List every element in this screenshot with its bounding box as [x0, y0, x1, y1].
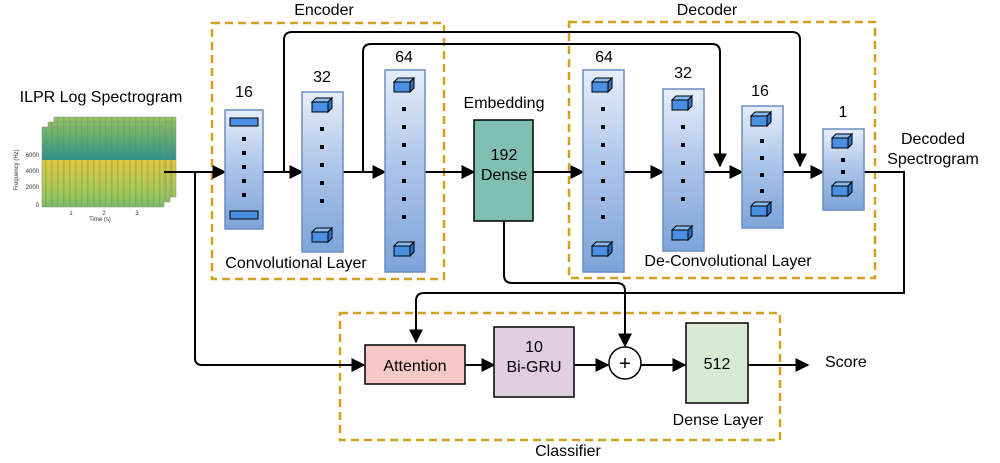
feature-map-cube — [311, 97, 333, 113]
spectrogram-ytick: 6000 — [26, 153, 40, 159]
spectrogram-ytick: 4000 — [26, 169, 40, 175]
feature-map-bar — [229, 117, 259, 127]
decoder-filter-count: 32 — [674, 65, 692, 82]
decoder-filter-count: 16 — [751, 83, 769, 100]
feature-map-bar — [229, 210, 259, 220]
decoder-layer-64: 64 — [582, 49, 625, 273]
sum-symbol: + — [619, 353, 631, 375]
bigru-type: Bi-GRU — [506, 359, 561, 376]
input-spectrogram: ILPR Log Spectrogram Frequency (Hz) 6000… — [14, 89, 182, 223]
ellipsis-dots — [841, 158, 845, 174]
classifier-border — [338, 311, 782, 442]
spectrogram-ylabel: Frequency (Hz) — [14, 149, 20, 190]
spectrogram-layer-front — [41, 126, 165, 208]
encoder-layer-32: 32 — [301, 69, 344, 253]
sum-circle — [608, 346, 642, 380]
encoder-filter-count: 16 — [235, 84, 253, 101]
embedding-type: Dense — [481, 167, 527, 184]
skip-connection-inner — [362, 43, 727, 172]
spectrogram-xtick: 2 — [102, 211, 106, 217]
feature-map-cube — [831, 181, 853, 197]
classifier-title: Classifier — [535, 443, 601, 460]
dense-units: 512 — [704, 356, 731, 373]
output-label-line1: Decoded — [901, 131, 965, 148]
attention-block: Attention — [364, 344, 466, 385]
feature-map-cube — [393, 241, 415, 257]
embedding-size: 192 — [491, 147, 518, 164]
feature-map-cube — [831, 133, 853, 149]
ellipsis-dots — [242, 137, 246, 197]
decoder-border — [567, 20, 877, 280]
decoder-layer-16: 16 — [741, 83, 784, 229]
encoder-title: Encoder — [294, 2, 354, 19]
feature-map-cube — [750, 201, 772, 217]
input-label: ILPR Log Spectrogram — [20, 89, 183, 106]
ellipsis-dots — [320, 127, 324, 203]
feature-map-cube — [671, 95, 693, 111]
feature-map-cube — [591, 241, 613, 257]
bigru-units: 10 — [525, 339, 543, 356]
embedding-box — [473, 119, 534, 222]
skip-connection-outer — [283, 31, 807, 172]
decoder-filter-count: 1 — [839, 104, 848, 121]
output-label-line2: Spectrogram — [887, 151, 979, 168]
ellipsis-dots — [402, 107, 406, 219]
encoder-filter-count: 64 — [395, 49, 413, 66]
encoder-layer-64: 64 — [384, 49, 426, 273]
ellipsis-dots — [601, 107, 605, 219]
attention-box — [364, 344, 466, 385]
spectrogram-xtick: 3 — [135, 211, 139, 217]
spectrogram-ytick: 0 — [36, 203, 40, 209]
classifier-dense-block: 512 Dense Layer — [673, 322, 764, 429]
decoder-filter-count: 64 — [595, 49, 613, 66]
feature-map-cube — [591, 77, 613, 93]
embedding-title: Embedding — [464, 95, 545, 112]
sum-node: + — [608, 346, 642, 380]
bigru-block: 10 Bi-GRU — [493, 326, 575, 398]
ellipsis-dots — [681, 125, 685, 201]
encoder-layer-label: Convolutional Layer — [225, 255, 367, 272]
dense-layer-label: Dense Layer — [673, 412, 764, 429]
spectrogram-xtick: 1 — [69, 211, 73, 217]
embedding-block: Embedding 192 Dense — [464, 95, 545, 222]
encoder-border — [210, 21, 446, 281]
decoder-layer-label: De-Convolutional Layer — [644, 253, 812, 270]
ellipsis-dots — [760, 139, 764, 193]
feature-map-cube — [671, 225, 693, 241]
dense-box — [685, 322, 749, 404]
decoder-title: Decoder — [677, 2, 738, 19]
encoder-filter-count: 32 — [313, 69, 331, 86]
arrow-decoded-to-attention — [409, 171, 905, 344]
arrow-input-to-attention — [194, 172, 366, 372]
bigru-box — [493, 326, 575, 398]
decoder-layer-32: 32 — [662, 65, 705, 252]
feature-map-cube — [393, 77, 415, 93]
spectrogram-ytick: 2000 — [26, 185, 40, 191]
spectrogram-xlabel: Time (s) — [89, 217, 111, 223]
feature-map-cube — [750, 111, 772, 127]
attention-label: Attention — [383, 358, 446, 375]
encoder-layer-16: 16 — [224, 84, 264, 230]
decoder-layer-1: 1 — [822, 104, 865, 211]
score-label: Score — [825, 354, 867, 371]
feature-map-cube — [311, 227, 333, 243]
arrow-embedding-to-sum — [503, 221, 632, 348]
